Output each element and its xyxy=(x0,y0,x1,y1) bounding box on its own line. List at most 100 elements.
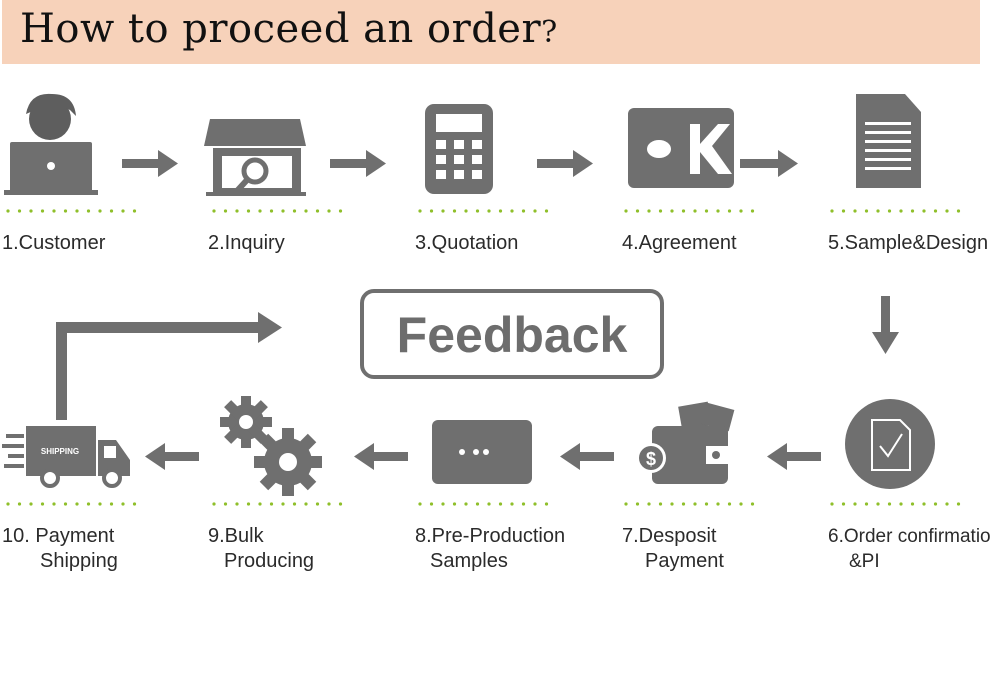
separator-dot xyxy=(121,502,125,506)
separator-dot xyxy=(223,502,228,506)
separator-dot xyxy=(899,209,903,213)
separator-dot xyxy=(876,502,880,506)
shop-search-icon xyxy=(204,119,306,196)
step-label-2: 2.Inquiry xyxy=(208,232,285,254)
separator-dot xyxy=(212,502,216,506)
separator-dot xyxy=(6,502,10,506)
separator-dot xyxy=(922,502,926,506)
step-label-1: 1.Customer xyxy=(2,232,106,254)
title-banner: How to proceed an order? xyxy=(2,0,980,64)
gears-icon xyxy=(220,396,322,496)
flow-arrow-7-8 xyxy=(560,443,614,470)
separator-dot xyxy=(704,209,709,213)
separator-dot xyxy=(281,502,285,506)
separator-dot xyxy=(269,209,274,213)
separator-dot xyxy=(510,209,514,213)
title-text: How to proceed an order xyxy=(20,6,542,52)
separator-dot xyxy=(933,209,938,213)
separator-dot xyxy=(487,502,491,506)
separator-dot xyxy=(40,502,45,506)
separator-dot xyxy=(86,502,91,506)
document-icon xyxy=(856,94,921,188)
flow-arrow-8-9 xyxy=(354,443,408,470)
check-document-icon xyxy=(845,399,935,489)
separator-dot xyxy=(235,502,239,506)
separator-dot xyxy=(109,502,114,506)
separator-dot xyxy=(498,502,503,506)
separator-dot xyxy=(52,209,56,213)
separator-dot xyxy=(258,502,262,506)
separator-dot xyxy=(945,209,949,213)
separator-dot xyxy=(304,209,308,213)
separator-dot xyxy=(258,209,262,213)
separator-dot xyxy=(464,502,468,506)
step-label-3: 3.Quotation xyxy=(415,232,518,254)
separator-dot xyxy=(246,209,251,213)
step-label-6-line2: &PI xyxy=(849,551,880,572)
separator-dot xyxy=(693,209,697,213)
separator-dot xyxy=(887,502,892,506)
separator-dot xyxy=(63,502,68,506)
separator-dot xyxy=(338,209,343,213)
separator-dot xyxy=(864,209,869,213)
separator-dot xyxy=(635,209,640,213)
separator-dot xyxy=(681,209,686,213)
shipping-truck-icon: SHIPPING xyxy=(2,426,130,488)
separator-dot xyxy=(899,502,903,506)
feedback-loop-arrow xyxy=(56,312,282,420)
separator-dot xyxy=(727,502,732,506)
flow-arrow-4-5 xyxy=(740,150,798,177)
separator-dot xyxy=(750,502,755,506)
step-label-8: 8.Pre-Production Samples xyxy=(415,525,571,572)
separator-dot xyxy=(418,209,422,213)
separator-dot xyxy=(98,209,102,213)
flow-arrow-2-3 xyxy=(330,150,386,177)
step-label-10: 10. Payment Shipping xyxy=(2,525,120,572)
separator-dot xyxy=(956,209,961,213)
separator-dot xyxy=(521,209,526,213)
separator-dot xyxy=(429,502,434,506)
separator-dot xyxy=(727,209,732,213)
flow-arrow-1-2 xyxy=(122,150,178,177)
separator-dot xyxy=(739,502,743,506)
separator-dot xyxy=(475,209,480,213)
separator-dot xyxy=(716,209,720,213)
separator-dot xyxy=(487,209,491,213)
separator-dot xyxy=(418,502,422,506)
separator-dot xyxy=(315,502,320,506)
separator-dot xyxy=(98,502,102,506)
separator-dot xyxy=(327,502,331,506)
separator-dot xyxy=(533,502,537,506)
separator-dot xyxy=(441,209,445,213)
step-label-5: 5.Sample&Design xyxy=(828,232,988,254)
dotted-separators-row1 xyxy=(6,209,961,213)
separator-dot xyxy=(429,209,434,213)
separator-dot xyxy=(235,209,239,213)
step-label-6: 6.Order confirmation &PI xyxy=(828,526,991,572)
step-label-10-line2: Shipping xyxy=(40,550,118,572)
separator-dot xyxy=(246,502,251,506)
feedback-text: Feedback xyxy=(397,307,628,363)
separator-dot xyxy=(681,502,686,506)
flow-arrow-6-7 xyxy=(767,443,821,470)
order-process-diagram: 1.Customer 2.Inquiry 3.Quotation 4.Agree… xyxy=(2,93,991,572)
step-label-9-line1: 9.Bulk xyxy=(208,525,265,547)
truck-text: SHIPPING xyxy=(41,447,79,456)
separator-dot xyxy=(716,502,720,506)
separator-dot xyxy=(750,209,755,213)
separator-dot xyxy=(292,209,297,213)
separator-dot xyxy=(452,502,457,506)
separator-dot xyxy=(658,502,663,506)
separator-dot xyxy=(624,502,628,506)
separator-dot xyxy=(693,502,697,506)
separator-dot xyxy=(670,209,674,213)
step-label-9: 9.Bulk Producing xyxy=(208,525,314,572)
ok-icon xyxy=(628,108,734,188)
separator-dot xyxy=(29,502,33,506)
dotted-separators-row2 xyxy=(6,502,961,506)
separator-dot xyxy=(498,209,503,213)
separator-dot xyxy=(647,502,651,506)
separator-dot xyxy=(544,209,549,213)
separator-dot xyxy=(830,502,834,506)
step-label-10-line1: 10. Payment xyxy=(2,525,115,547)
